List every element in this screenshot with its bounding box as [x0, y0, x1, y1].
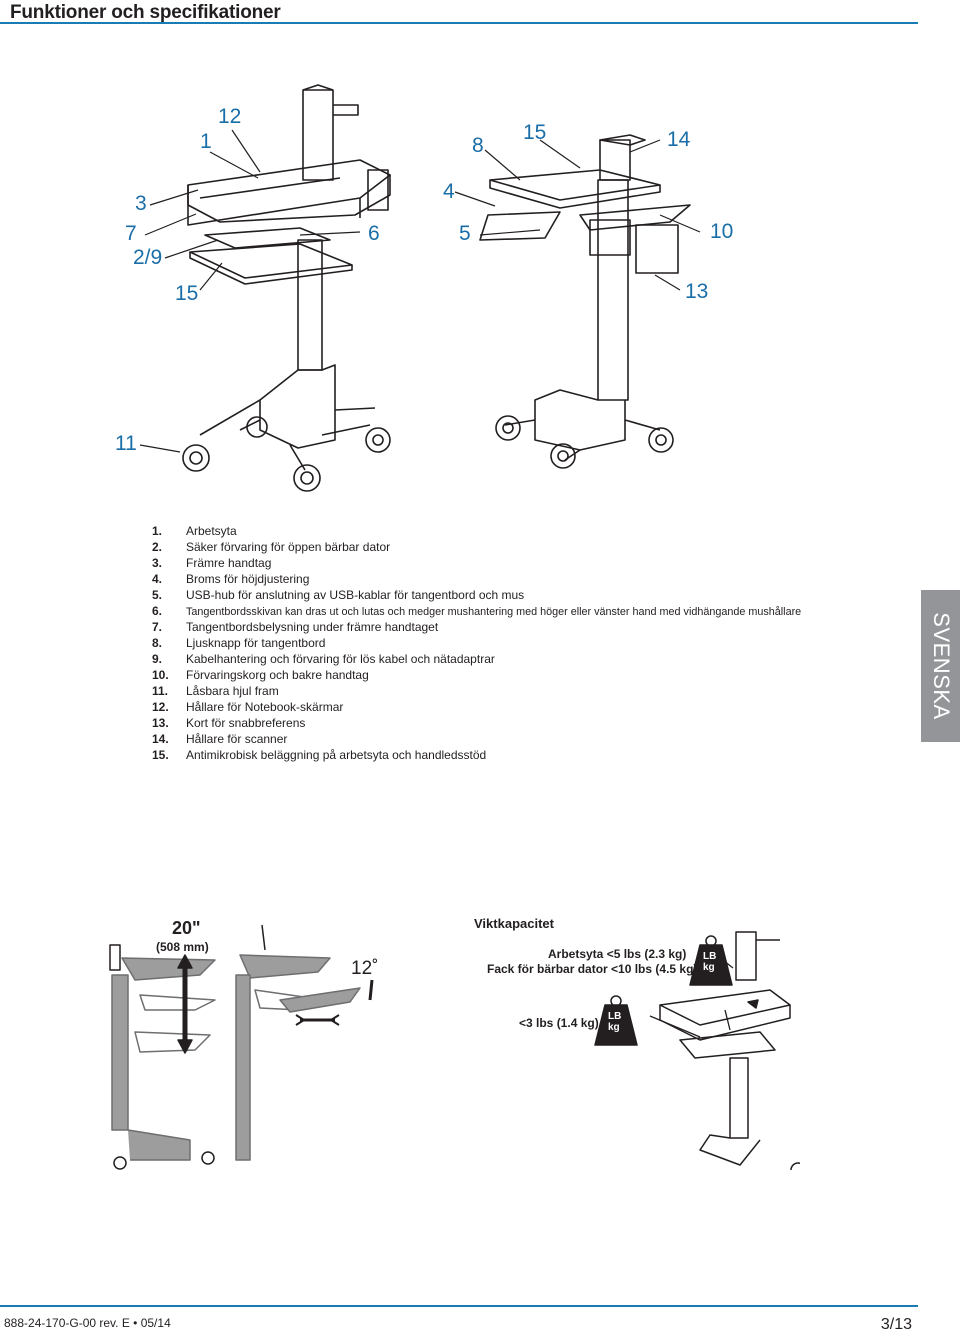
page-title: Funktioner och specifikationer	[10, 2, 281, 23]
list-item: 10.Förvaringskorg och bakre handtag	[152, 668, 369, 682]
tilt-illustration	[235, 924, 374, 1161]
list-item: 12.Hållare för Notebook-skärmar	[152, 700, 344, 714]
callout-15-left: 15	[175, 282, 199, 305]
callout-13: 13	[685, 280, 709, 303]
callout-10: 10	[710, 220, 734, 243]
height-adjust-illustration	[109, 944, 216, 1170]
rear-cart-illustration	[479, 134, 691, 469]
callout-14: 14	[667, 128, 691, 151]
weight-icon-top	[689, 935, 733, 986]
tilt-label: 12˚	[351, 958, 379, 979]
height-range-mm-label: (508 mm)	[156, 940, 209, 954]
callout-11: 11	[115, 432, 137, 455]
language-tab: SVENSKA	[921, 590, 960, 742]
front-cart-illustration	[182, 84, 391, 492]
list-item: 5.USB-hub för anslutning av USB-kablar f…	[152, 588, 525, 602]
doc-number: 888-24-170-G-00 rev. E • 05/14	[4, 1316, 171, 1330]
callout-6: 6	[368, 222, 380, 245]
list-item: 9.Kabelhantering och förvaring för lös k…	[152, 652, 495, 666]
callout-1: 1	[200, 130, 212, 153]
list-item: 4.Broms för höjdjustering	[152, 572, 310, 586]
callout-5: 5	[459, 222, 471, 245]
list-item: 14.Hållare för scanner	[152, 732, 288, 746]
weight-icon-kg-bottom: kg	[608, 1022, 620, 1033]
worksurface-capacity: Arbetsyta <5 lbs (2.3 kg)	[548, 947, 687, 961]
weight-icon-bottom	[594, 995, 638, 1046]
list-item: 3.Främre handtag	[152, 556, 272, 570]
list-item: 7.Tangentbordsbelysning under främre han…	[152, 620, 439, 634]
list-item: 6.Tangentbordsskivan kan dras ut och lut…	[152, 604, 802, 618]
callout-8: 8	[472, 134, 484, 157]
weight-cart-illustration	[659, 931, 800, 1170]
list-item: 1.Arbetsyta	[152, 524, 237, 538]
weight-capacity-title: Viktkapacitet	[474, 916, 554, 931]
callout-leaders	[139, 129, 701, 453]
weight-icon-lb-top: LB	[703, 951, 717, 962]
cart-diagrams	[139, 84, 701, 492]
feature-list: 1.Arbetsyta 2.Säker förvaring för öppen …	[150, 523, 801, 763]
list-item: 8.Ljusknapp för tangentbord	[152, 636, 326, 650]
spec-illustrations	[109, 924, 800, 1170]
callout-2-9: 2/9	[133, 246, 163, 269]
weight-icon-kg-top: kg	[703, 962, 715, 973]
keyboard-capacity: <3 lbs (1.4 kg)	[519, 1016, 599, 1030]
list-item: 15.Antimikrobisk beläggning på arbetsyta…	[152, 748, 487, 762]
list-item: 11.Låsbara hjul fram	[152, 684, 279, 698]
callout-7: 7	[125, 222, 137, 245]
page-number: 3/13	[880, 1316, 912, 1333]
weight-icon-lb-bottom: LB	[608, 1011, 622, 1022]
callout-15-right: 15	[523, 121, 547, 144]
height-range-label: 20"	[172, 918, 201, 938]
list-item: 13.Kort för snabbreferens	[152, 716, 306, 730]
header-rule	[0, 22, 918, 24]
list-item: 2.Säker förvaring för öppen bärbar dator	[152, 540, 391, 554]
footer-rule	[0, 1305, 918, 1307]
callout-4: 4	[443, 180, 455, 203]
callout-12: 12	[218, 105, 242, 128]
callout-3: 3	[135, 192, 147, 215]
laptop-tray-capacity: Fack för bärbar dator <10 lbs (4.5 kg)	[487, 962, 698, 976]
